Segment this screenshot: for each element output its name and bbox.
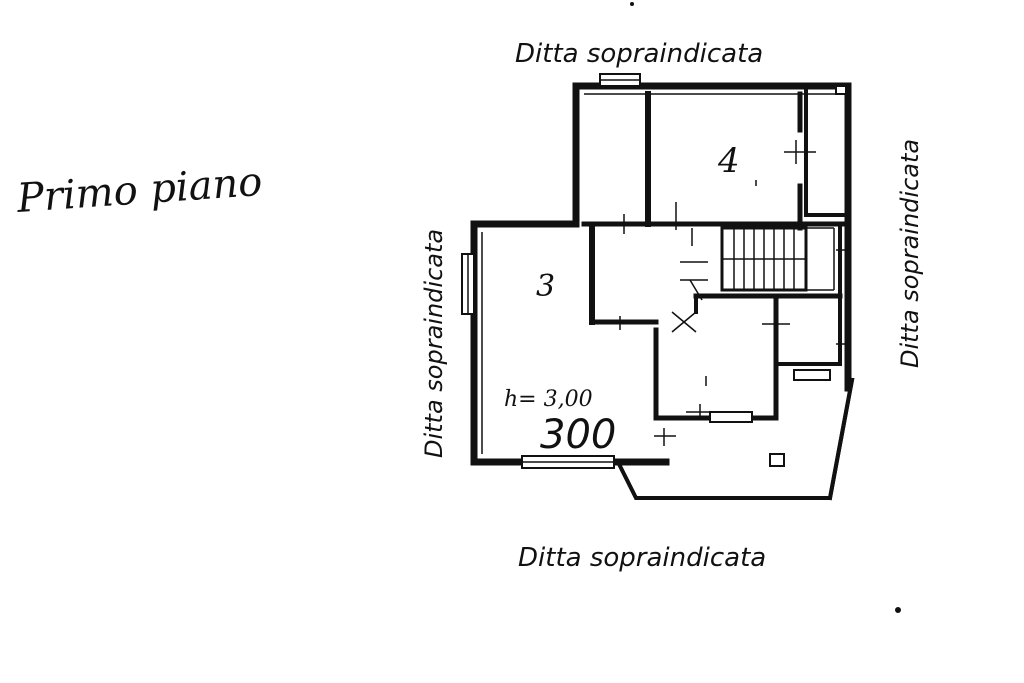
staircase [720, 226, 835, 292]
ink-dot [630, 2, 634, 6]
neighbor-label-left: Ditta sopraindicata [420, 229, 448, 458]
interior-walls [581, 88, 851, 421]
floor-title: Primo piano [14, 159, 263, 222]
neighbor-label-top: Ditta sopraindicata [515, 39, 763, 69]
room-label-3: 3 [536, 269, 555, 304]
plan-number: 300 [540, 412, 616, 458]
neighbor-label-bottom: Ditta sopraindicata [518, 543, 766, 573]
ink-dot [895, 607, 901, 613]
neighbor-label-right: Ditta sopraindicata [896, 139, 924, 368]
terrace-fixture [769, 453, 785, 467]
room-label-4: 4 [717, 141, 740, 181]
height-note: h= 3,00 [504, 387, 593, 412]
door-marks [619, 140, 848, 446]
windows [461, 73, 847, 469]
